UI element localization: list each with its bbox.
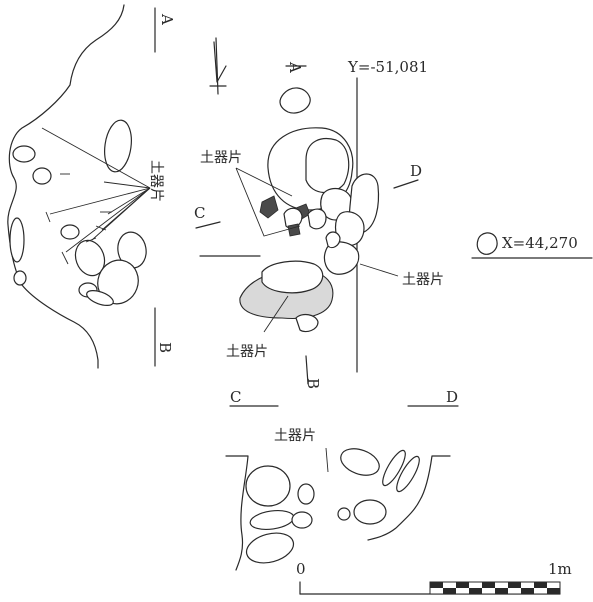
sherd-mark [61, 251, 69, 265]
stone [117, 231, 147, 269]
stone [245, 465, 291, 507]
section-cd-profile [225, 455, 451, 571]
label-sherd-plan-1: 土器片 [200, 150, 242, 166]
sherd-mark [85, 237, 97, 243]
stone [12, 145, 36, 163]
label-sherd-plan-2: 土器片 [402, 272, 444, 288]
section-label-c: C [230, 388, 241, 406]
stone [245, 532, 295, 564]
leader-line [107, 187, 151, 215]
leader-line [41, 127, 151, 189]
stone [74, 239, 106, 277]
section-label-c-plan: C [194, 204, 205, 222]
scale-bar [299, 581, 561, 595]
stone [104, 119, 132, 173]
section-label-a-left: A [158, 13, 176, 25]
sherd [259, 195, 279, 219]
stone [295, 313, 319, 333]
scale-label-end: 1m [548, 560, 572, 578]
section-label-d: D [446, 388, 458, 406]
leader-line [91, 187, 151, 241]
coord-y-label: Y=-51,081 [347, 58, 428, 76]
section-ab-profile [7, 4, 125, 369]
stone [291, 511, 313, 529]
stone [279, 87, 311, 114]
section-ab [7, 4, 156, 369]
stone [337, 507, 351, 521]
section-line-c-plan [195, 221, 221, 229]
leader-line [103, 181, 151, 189]
section-label-d-plan: D [410, 162, 422, 180]
section-cd [225, 405, 459, 571]
section-label-b-left: B [156, 342, 174, 353]
stone [60, 224, 80, 240]
stone [334, 211, 365, 247]
leader-line [263, 295, 289, 333]
stone [261, 260, 324, 294]
coord-x-label: X=44,270 [502, 234, 578, 252]
stone [340, 448, 380, 476]
scale-label-start: 0 [296, 560, 306, 578]
stone [13, 270, 27, 286]
stone [9, 217, 25, 263]
stone [353, 499, 387, 525]
north-arrow-icon [209, 37, 227, 95]
label-sherd-plan-3: 土器片 [226, 344, 268, 360]
stone [305, 138, 350, 194]
sherd [287, 223, 301, 237]
leader-line [49, 187, 151, 215]
stone [307, 208, 327, 230]
sherd-mark [45, 211, 51, 223]
stone [382, 449, 406, 487]
x-coordinate-marker [471, 232, 593, 259]
stone [396, 455, 420, 493]
section-label-b-plan: B [304, 378, 322, 389]
section-line-d-plan [393, 179, 419, 189]
stone [86, 290, 114, 306]
stone [249, 509, 295, 531]
plan-view [195, 65, 419, 385]
leader-line [235, 167, 301, 237]
label-sherd-left: 土器片 [148, 160, 164, 202]
stone [323, 241, 360, 275]
leader-line [325, 447, 329, 473]
stone [32, 167, 52, 185]
section-line-b-plan [305, 355, 309, 385]
section-label-a-plan: A [286, 61, 304, 73]
label-sherd-section-cd: 土器片 [274, 428, 316, 444]
stone [325, 231, 341, 249]
leader-line [65, 187, 151, 253]
leader-line [359, 263, 399, 277]
stone [297, 483, 315, 505]
